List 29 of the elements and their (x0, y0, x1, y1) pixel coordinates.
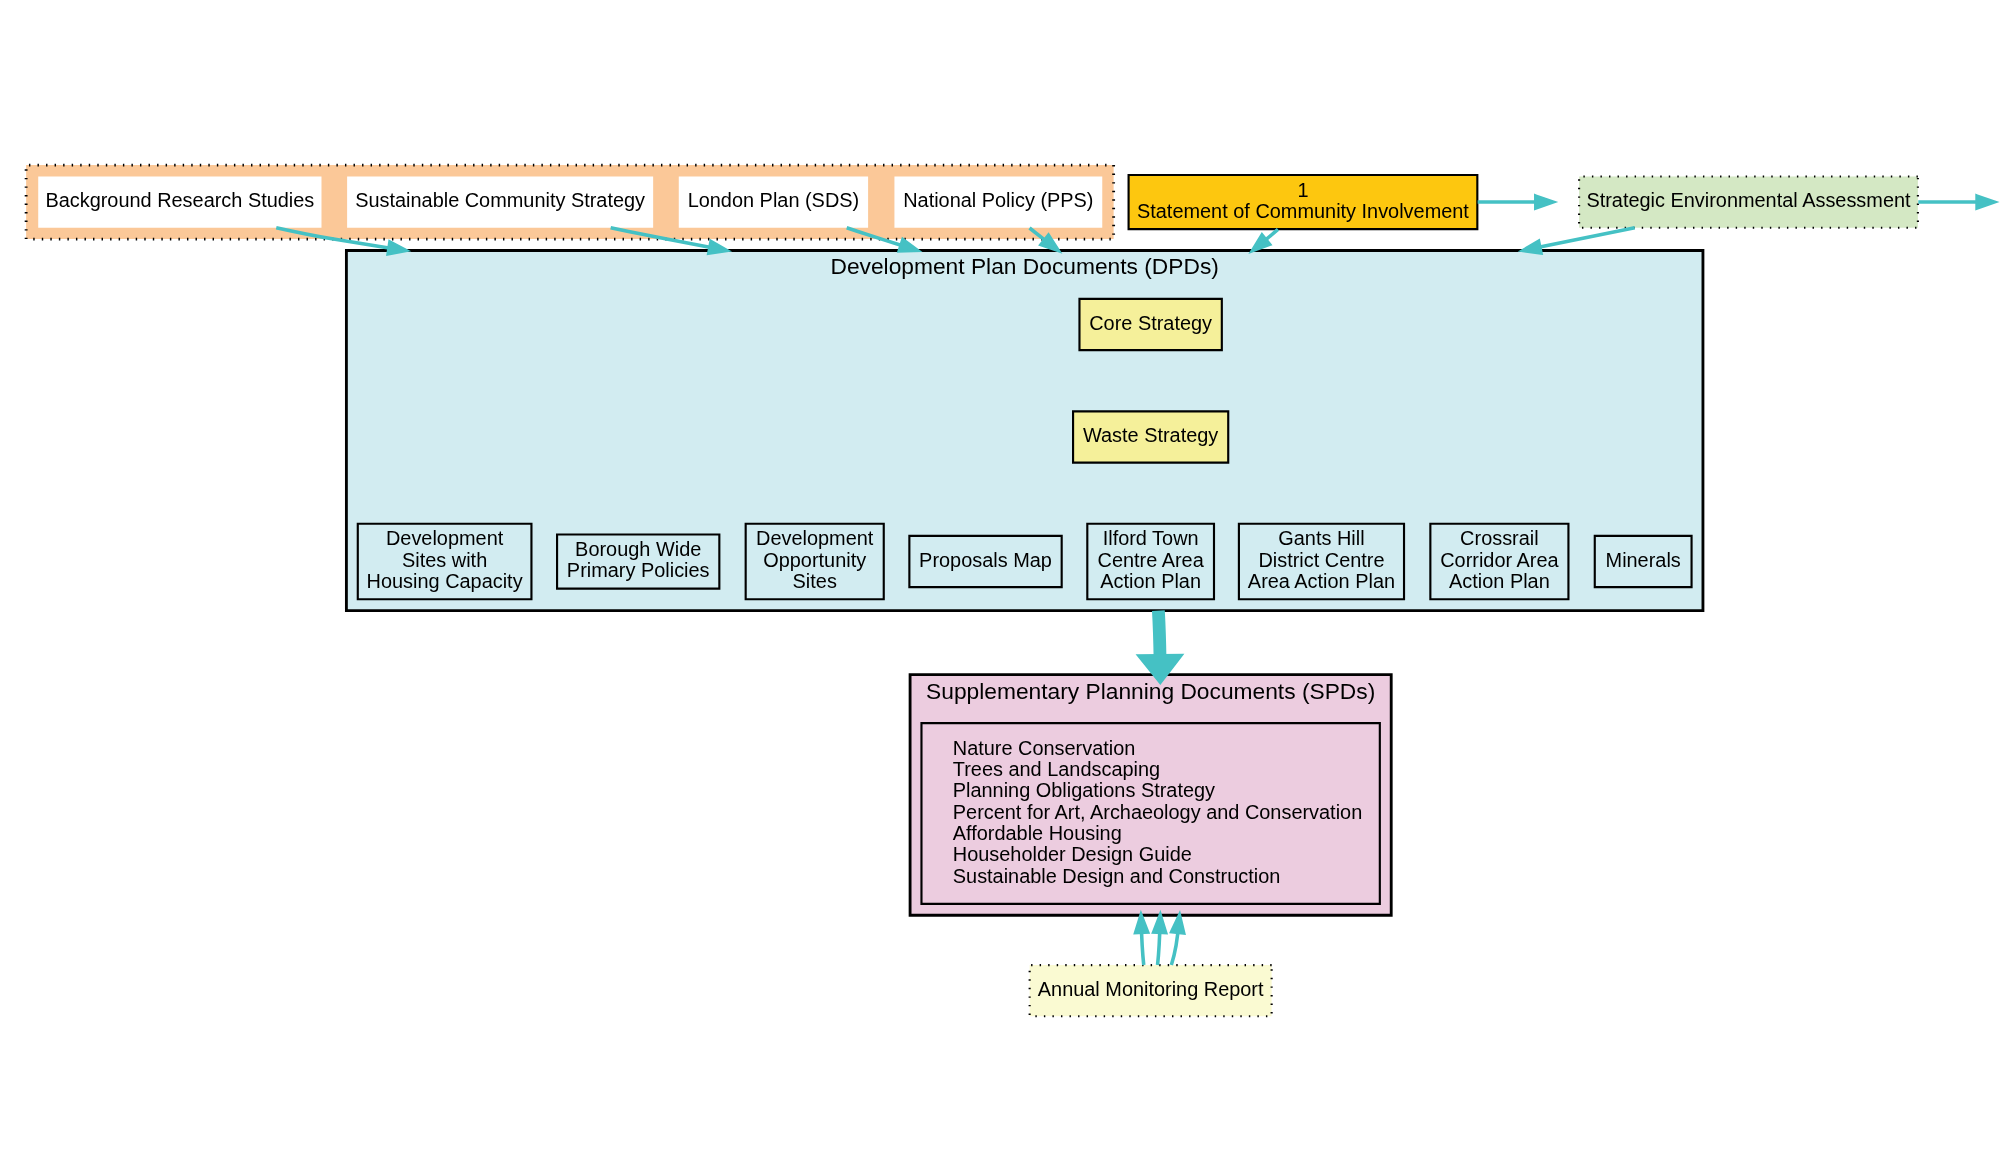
node-box: Annual Monitoring Report (1028, 964, 1273, 1018)
node-box: Strategic Environmental Assessment (1578, 175, 1919, 229)
node-box: Proposals Map (908, 534, 1063, 589)
node-box: Background Research Studies (38, 176, 322, 228)
arrow (1028, 226, 1063, 254)
arrow (1477, 193, 1559, 211)
arrow (1517, 226, 1636, 256)
arrow (1133, 909, 1151, 966)
node-box: Ilford Town Centre Area Action Plan (1086, 522, 1216, 601)
node-box: National Policy (PPS) (894, 176, 1103, 228)
node-box: Minerals (1593, 534, 1693, 589)
node-box: Waste Strategy (1072, 410, 1230, 464)
node-box: 1 Statement of Community Involvement (1127, 174, 1479, 231)
node-box: Sustainable Community Strategy (347, 176, 654, 228)
node-box: Crossrail Corridor Area Action Plan (1429, 522, 1570, 601)
arrow (1151, 909, 1169, 966)
arrow (1248, 228, 1280, 254)
arrow (1169, 909, 1186, 966)
node-box: Gants Hill District Centre Area Action Plan (1237, 522, 1406, 601)
node-box: Nature Conservation Trees and Landscaping Planning Obligations Strategy Percent for Art, Archaeology and Conservation Affordable Housing Householder Design Guide Sustainable Design and Construction (920, 722, 1381, 905)
arrow (1918, 193, 2000, 211)
arrow (846, 226, 923, 253)
node-box: Borough Wide Primary Policies (556, 533, 721, 590)
node-box: Core Strategy (1078, 297, 1223, 352)
node-box: London Plan (SDS) (678, 176, 869, 228)
arrow (610, 226, 733, 256)
node-box: Development Sites with Housing Capacity (356, 522, 533, 601)
node-box: Development Opportunity Sites (744, 522, 885, 601)
arrow (1135, 610, 1185, 686)
